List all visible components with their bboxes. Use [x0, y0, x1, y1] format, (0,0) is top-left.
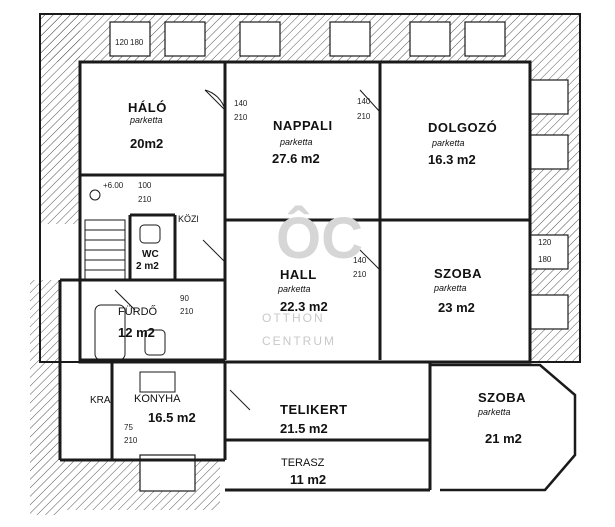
- room-area: 27.6 m2: [272, 151, 320, 166]
- room-szoba-1: SZOBA parketta 23 m2: [433, 266, 482, 315]
- dim-level: +6.00: [103, 181, 124, 190]
- room-hall: HALL parketta 22.3 m2: [277, 267, 328, 314]
- room-name: HALL: [280, 267, 317, 282]
- dim-100: 100: [138, 181, 152, 190]
- watermark-line1: OTTHON: [262, 311, 325, 325]
- dim-210-kozl: 210: [138, 195, 152, 204]
- room-kozl: KÖZl: [178, 214, 199, 224]
- room-name: KRA: [90, 395, 111, 406]
- room-area: 23 m2: [438, 300, 475, 315]
- dim-180-top: 180: [130, 38, 144, 47]
- dim-75: 75: [124, 423, 133, 432]
- dim-180-right: 180: [538, 255, 552, 264]
- watermark: ÔC OTTHON CENTRUM: [262, 206, 363, 348]
- dim-210-nappali: 210: [234, 113, 248, 122]
- room-name: FÜRDŐ: [118, 304, 158, 318]
- room-kra: KRA: [90, 395, 111, 406]
- room-telikert: TELIKERT 21.5 m2: [280, 402, 348, 436]
- dim-210-hall: 210: [353, 270, 367, 279]
- dim-90: 90: [180, 294, 189, 303]
- room-name: WC: [142, 249, 159, 260]
- room-area: 21 m2: [485, 431, 522, 446]
- staircase: [84, 219, 126, 281]
- room-area: 11 m2: [290, 472, 326, 487]
- room-floor: parketta: [129, 115, 163, 125]
- room-halo: HÁLÓ parketta 20m2: [128, 100, 167, 151]
- room-terasz: TERASZ 11 m2: [281, 457, 326, 487]
- room-dolgozo: DOLGOZÓ parketta 16.3 m2: [428, 120, 497, 167]
- watermark-logo: ÔC: [276, 206, 363, 271]
- room-nappali: NAPPALI parketta 27.6 m2: [272, 118, 333, 166]
- room-floor: parketta: [477, 407, 511, 417]
- room-furdo: FÜRDŐ 12 m2: [118, 304, 158, 340]
- room-name: NAPPALI: [273, 118, 333, 133]
- room-name: DOLGOZÓ: [428, 120, 497, 135]
- room-name: TERASZ: [281, 457, 325, 469]
- room-name: SZOBA: [434, 266, 482, 281]
- room-floor: parketta: [431, 138, 465, 148]
- door-swings: [114, 89, 381, 411]
- windows-top: [109, 21, 569, 492]
- room-area: 21.5 m2: [280, 421, 328, 436]
- room-area: 16.5 m2: [148, 410, 196, 425]
- room-name: TELIKERT: [280, 402, 348, 417]
- room-area: 16.3 m2: [428, 152, 476, 167]
- room-szoba-2: SZOBA parketta 21 m2: [477, 390, 526, 446]
- fixtures: [89, 189, 176, 393]
- room-name: KONYHA: [134, 393, 181, 405]
- room-wc: WC 2 m2: [136, 249, 159, 272]
- watermark-line2: CENTRUM: [262, 334, 336, 348]
- dim-210-kra: 210: [124, 436, 138, 445]
- room-name: HÁLÓ: [128, 100, 167, 115]
- room-name: SZOBA: [478, 390, 526, 405]
- dim-120-right: 120: [538, 238, 552, 247]
- dim-140-hall: 140: [353, 256, 367, 265]
- room-area: 20m2: [130, 136, 163, 151]
- dimension-labels: 140 210 140 210 140 210 100 210 +6.00 12…: [103, 38, 552, 445]
- dim-210-dolgozo: 210: [357, 112, 371, 121]
- dim-140-dolgozo: 140: [357, 97, 371, 106]
- dim-120-top: 120: [115, 38, 129, 47]
- walls: [58, 60, 577, 492]
- dim-210-furdo: 210: [180, 307, 194, 316]
- room-area: 12 m2: [118, 325, 155, 340]
- room-name: KÖZl: [178, 214, 199, 224]
- room-floor: parketta: [279, 137, 313, 147]
- room-konyha: KONYHA 16.5 m2: [134, 393, 196, 425]
- room-floor: parketta: [433, 283, 467, 293]
- room-area: 22.3 m2: [280, 299, 328, 314]
- room-area: 2 m2: [136, 261, 159, 272]
- dim-140-nappali: 140: [234, 99, 248, 108]
- room-floor: parketta: [277, 284, 311, 294]
